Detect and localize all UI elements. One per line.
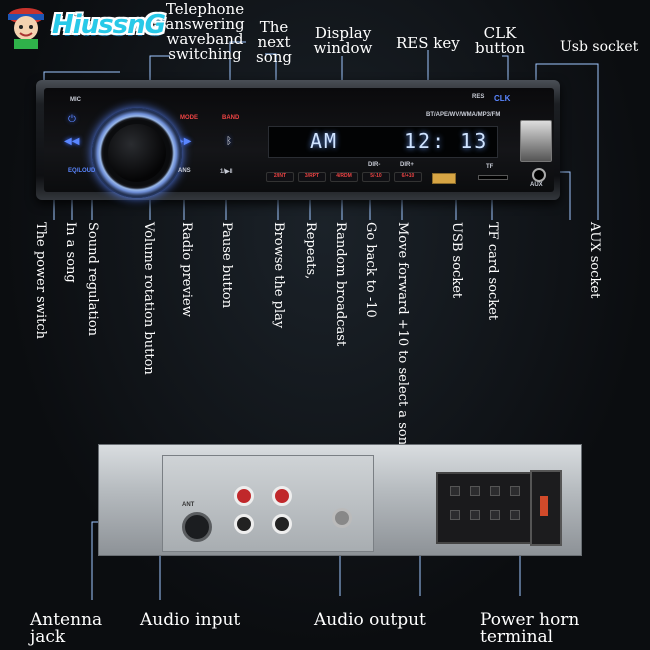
connector-pin	[490, 486, 500, 496]
rca-input-left[interactable]	[234, 486, 254, 506]
dir-minus-label: DIR-	[368, 162, 381, 168]
preset-5-label: 5/-10	[370, 173, 382, 179]
preset-4-label: 4/RDM	[336, 173, 352, 179]
go-back-label: Go back to -10	[363, 222, 378, 318]
fuse	[540, 496, 548, 516]
connector-pin	[510, 486, 520, 496]
connector-pin	[470, 486, 480, 496]
preset-6-label: 6/+10	[401, 173, 415, 179]
clk-button-label: CLK button	[472, 26, 528, 56]
volume-knob[interactable]	[108, 124, 166, 182]
usb-socket-label: USB socket	[449, 222, 464, 299]
pause-button-label: Pause button	[219, 222, 234, 309]
antenna-jack[interactable]	[182, 512, 212, 542]
ant-label: ANT	[182, 502, 195, 508]
res-key-label: RES key	[396, 34, 460, 52]
label-line: answering	[165, 15, 245, 33]
connector-pin	[490, 510, 500, 520]
audio-output-label: Audio output	[314, 610, 426, 630]
rca-output-left[interactable]	[234, 514, 254, 534]
iso-power-connector[interactable]	[436, 472, 532, 544]
audio-input-label: Audio input	[140, 610, 241, 630]
power-switch-label: The power switch	[33, 222, 48, 340]
label-line: CLK	[483, 24, 517, 42]
preset-5-button[interactable]: 5/-10	[362, 172, 390, 182]
label-line: song	[256, 48, 292, 66]
label-line: window	[313, 39, 373, 57]
label-line: jack	[30, 627, 66, 647]
preset-6-button[interactable]: 6/+10	[394, 172, 422, 182]
next-track-button[interactable]: ▶▶	[176, 136, 192, 147]
label-line: The	[259, 18, 289, 36]
label-line: Power horn	[480, 610, 580, 630]
label-line: Antenna	[30, 610, 103, 630]
rca-input-right[interactable]	[272, 486, 292, 506]
label-line: next	[257, 33, 291, 51]
res-button[interactable]: RES	[472, 94, 485, 100]
volume-rotation-label: Volume rotation button	[141, 222, 156, 375]
display-band: AM	[310, 129, 339, 153]
cartoon-mascot-icon	[8, 8, 44, 49]
display-window	[268, 126, 498, 158]
ans-button[interactable]: ANS	[178, 168, 191, 174]
clk-button[interactable]: CLK	[494, 94, 511, 103]
power-horn-label: Power horn terminal	[480, 612, 579, 646]
prev-track-button[interactable]: ◀◀	[64, 136, 80, 147]
aux-label: AUX	[530, 182, 543, 188]
label-line: waveband	[166, 30, 244, 48]
brand-logo: HiussnG	[2, 2, 182, 50]
in-a-song-label: In a song	[63, 222, 78, 283]
rca-output-right[interactable]	[272, 514, 292, 534]
random-broadcast-label: Random broadcast	[333, 222, 348, 347]
preset-3-label: 3/RPT	[304, 173, 320, 179]
bluetooth-icon: ᛒ	[226, 136, 232, 147]
ground-screw	[332, 508, 352, 528]
preset-3-button[interactable]: 3/RPT	[298, 172, 326, 182]
label-line: Telephone	[165, 0, 245, 18]
connector-pin	[450, 510, 460, 520]
antenna-jack-label: Antenna jack	[30, 612, 102, 646]
preset-4-button[interactable]: 4/RDM	[330, 172, 358, 182]
label-line: Display	[314, 24, 372, 42]
eject-button[interactable]	[520, 120, 552, 162]
connector-pin	[470, 510, 480, 520]
preset-2-button[interactable]: 2/INT	[266, 172, 294, 182]
repeats-label: Repeats,	[303, 222, 318, 280]
next-song-label: The next song	[252, 20, 296, 65]
mode-button[interactable]: MODE	[180, 115, 198, 121]
tf-card-label: TF card socket	[485, 222, 500, 321]
move-forward-label: Move forward +10 to select a song	[395, 222, 410, 454]
display-window-label: Display window	[308, 26, 378, 56]
usb-port[interactable]	[432, 173, 456, 184]
browse-play-label: Browse the play	[271, 222, 286, 329]
label-line: switching	[168, 45, 242, 63]
label-line: terminal	[480, 627, 554, 647]
dir-plus-label: DIR+	[400, 162, 414, 168]
telephone-answering-label: Telephone answering waveband switching	[162, 2, 248, 62]
connector-pin	[510, 510, 520, 520]
connector-pin	[450, 486, 460, 496]
mic-label: MIC	[70, 97, 81, 103]
display-time: 12: 13	[404, 129, 489, 153]
label-line: button	[474, 39, 525, 57]
aux-socket-label: AUX socket	[587, 222, 602, 299]
power-button[interactable]: ⏻	[68, 114, 76, 125]
logo-text: HiussnG	[52, 10, 166, 40]
usb-socket-top-label: Usb socket	[560, 39, 639, 55]
sound-regulation-label: Sound regulation	[85, 222, 100, 337]
aux-jack[interactable]	[532, 168, 546, 182]
tf-card-slot[interactable]	[478, 175, 508, 180]
formats-label: BT/APE/WV/WMA/MP3/FM	[426, 112, 501, 118]
radio-preview-label: Radio preview	[179, 222, 194, 317]
eq-loud-label: EQ/LOUD	[68, 168, 96, 174]
band-button[interactable]: BAND	[222, 115, 240, 121]
tf-label: TF	[486, 164, 494, 170]
play-pause-button[interactable]: 1/▶‖	[220, 169, 233, 175]
preset-2-label: 2/INT	[273, 173, 287, 179]
